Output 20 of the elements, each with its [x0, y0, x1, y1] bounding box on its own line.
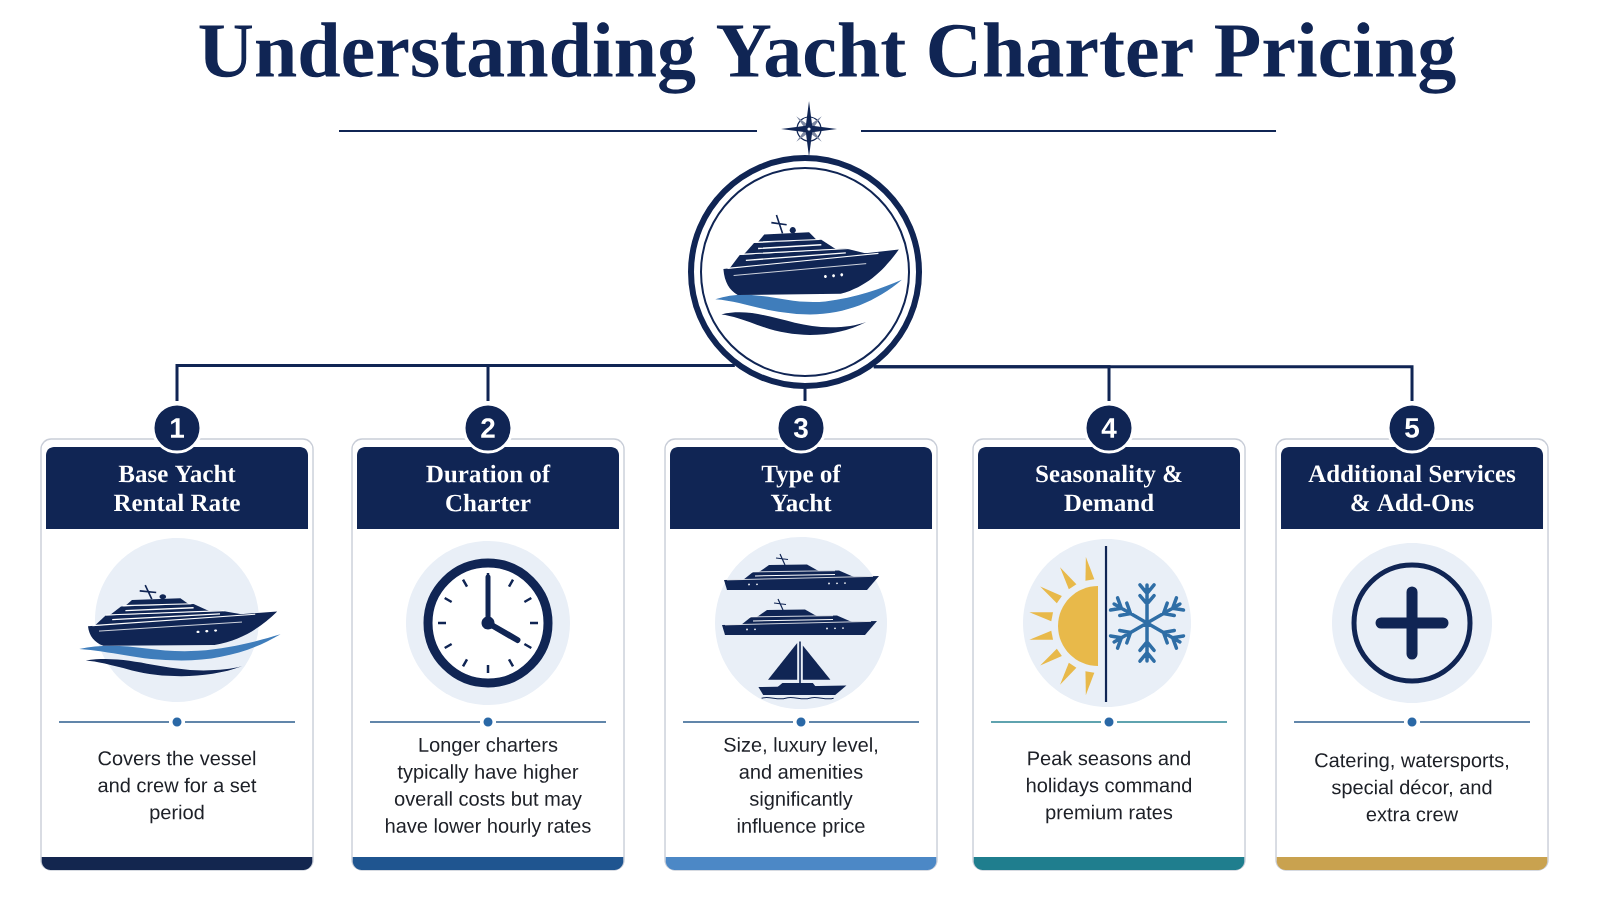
- description-text: Covers the vessel and crew for a set period: [98, 750, 257, 824]
- number-badge: 2: [462, 402, 514, 454]
- number-badge: 3: [775, 402, 827, 454]
- description-text: Catering, watersports, special décor, and extra crew: [1315, 752, 1508, 822]
- connector-line: [486, 363, 735, 401]
- yacht-illustration: [688, 155, 922, 389]
- description-text: Longer charters typically have higher overall costs but may have lower hourly rates: [386, 737, 591, 837]
- number-badge: 4: [1083, 402, 1135, 454]
- card-header: Seasonality & Demand: [978, 447, 1240, 529]
- card-header: Type of Yacht: [670, 447, 932, 529]
- connector-line: [873, 365, 1414, 401]
- number-badge: 1: [151, 402, 203, 454]
- card-header: Duration of Charter: [357, 447, 619, 529]
- card-header: Additional Services & Add-Ons: [1281, 447, 1543, 529]
- card-header: Base Yacht Rental Rate: [46, 447, 308, 529]
- description-text: Peak seasons and holidays command premium rates: [1027, 750, 1192, 824]
- description-text: Size, luxury level, and amenities significantly influence price: [724, 737, 877, 837]
- connector-line: [803, 389, 807, 401]
- number-badge: 5: [1386, 402, 1438, 454]
- title: Understanding Yacht Charter Pricing: [199, 22, 1456, 94]
